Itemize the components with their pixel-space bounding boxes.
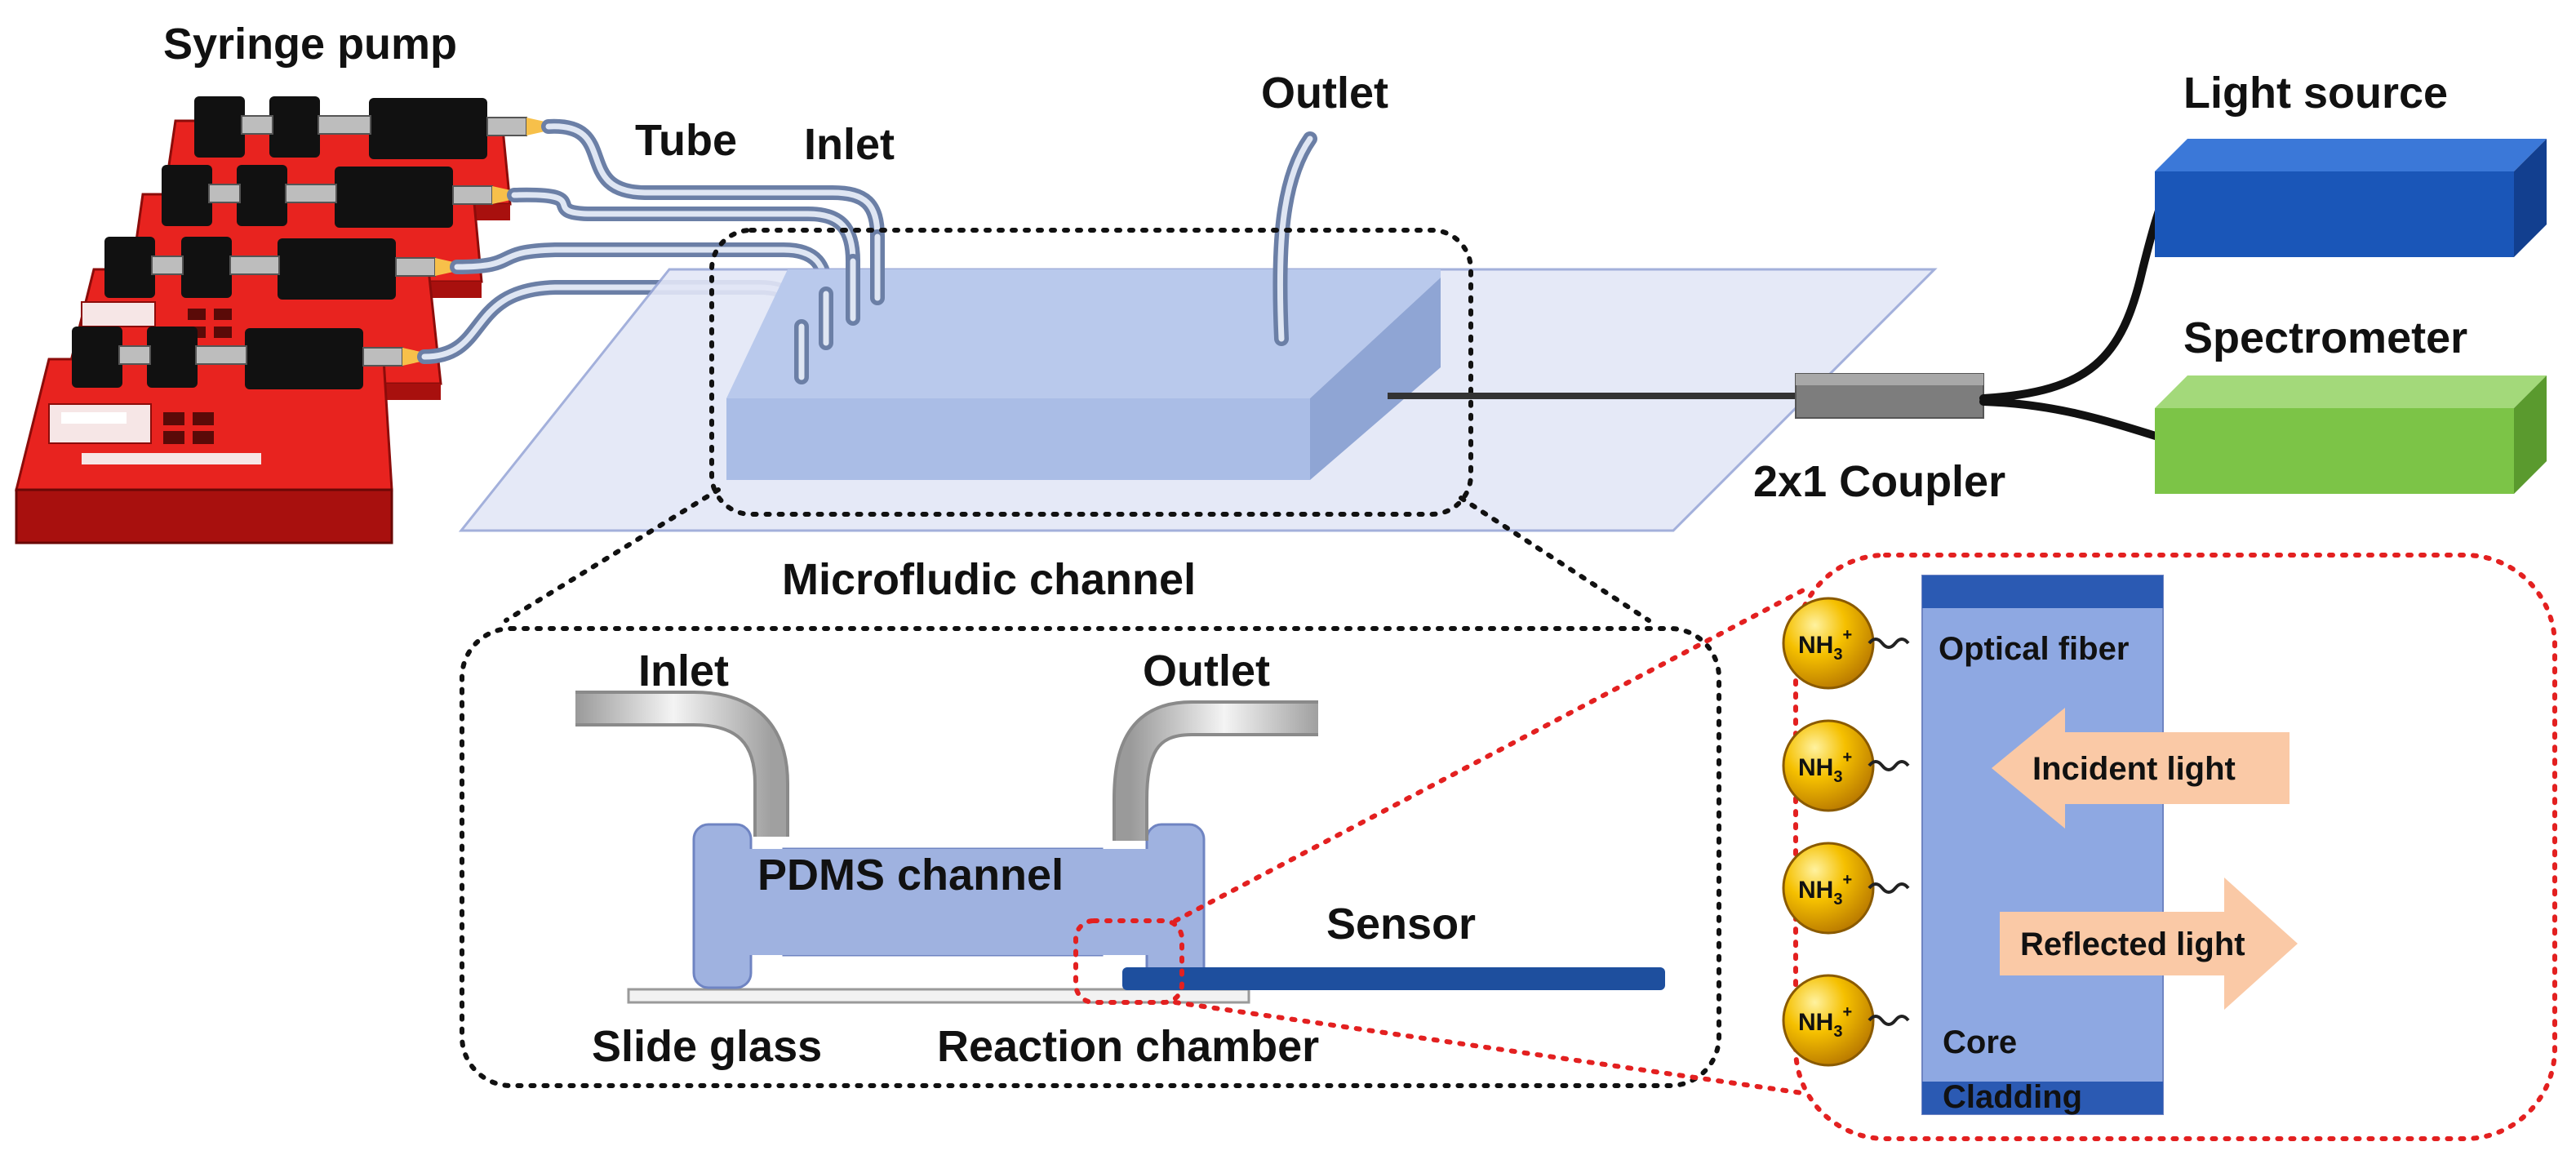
label-reaction-chamber: Reaction chamber bbox=[937, 1022, 1319, 1071]
sensor-zoom-box bbox=[1073, 918, 1184, 1005]
label-microfluidic-channel: Microfludic channel bbox=[782, 555, 1196, 604]
inlet-tube-detail bbox=[575, 691, 789, 837]
label-outlet-top: Outlet bbox=[1261, 69, 1388, 118]
arrow-icon bbox=[1992, 708, 2298, 1010]
label-incident-light: Incident light bbox=[2032, 751, 2236, 787]
fiber-cross-section bbox=[1921, 575, 2164, 1115]
label-outlet-detail: Outlet bbox=[1143, 646, 1270, 695]
pdms-channel-body bbox=[692, 823, 1206, 989]
label-slide-glass: Slide glass bbox=[592, 1022, 822, 1071]
light-source-box bbox=[2155, 139, 2547, 257]
detail-zoom-box bbox=[460, 626, 1721, 1088]
sensor-fiber bbox=[1122, 967, 1665, 990]
label-coupler: 2x1 Coupler bbox=[1753, 457, 2005, 506]
label-tube: Tube bbox=[635, 116, 737, 165]
label-inlet-top: Inlet bbox=[804, 120, 895, 169]
coupler bbox=[1795, 373, 1984, 419]
label-reflected-light: Reflected light bbox=[2020, 926, 2245, 962]
spectrometer-box bbox=[2155, 375, 2547, 494]
outlet-tube bbox=[1272, 131, 1317, 346]
nh3-label-4: NH3+ bbox=[1798, 1003, 1852, 1041]
label-spectrometer: Spectrometer bbox=[2183, 313, 2467, 362]
slide-glass bbox=[627, 988, 1250, 1004]
label-light-source: Light source bbox=[2183, 69, 2448, 118]
nh3-label-1: NH3+ bbox=[1798, 626, 1852, 664]
label-sensor: Sensor bbox=[1326, 900, 1476, 949]
nh3-label-2: NH3+ bbox=[1798, 749, 1852, 786]
pdms-chip bbox=[726, 269, 1441, 480]
label-syringe-pump: Syringe pump bbox=[163, 20, 457, 69]
outlet-tube-detail bbox=[1113, 700, 1318, 841]
label-pdms-channel: PDMS channel bbox=[757, 851, 1064, 900]
syringe-pump-icon bbox=[15, 96, 549, 544]
label-core: Core bbox=[1943, 1024, 2017, 1060]
label-cladding: Cladding bbox=[1943, 1079, 2082, 1115]
molecule-icon bbox=[1782, 597, 1910, 1067]
label-optical-fiber: Optical fiber bbox=[1939, 631, 2129, 667]
fiber-detail-box bbox=[1793, 553, 2557, 1141]
nh3-label-3: NH3+ bbox=[1798, 871, 1852, 909]
label-inlet-detail: Inlet bbox=[638, 646, 729, 695]
chip-zoom-box bbox=[709, 228, 1473, 517]
